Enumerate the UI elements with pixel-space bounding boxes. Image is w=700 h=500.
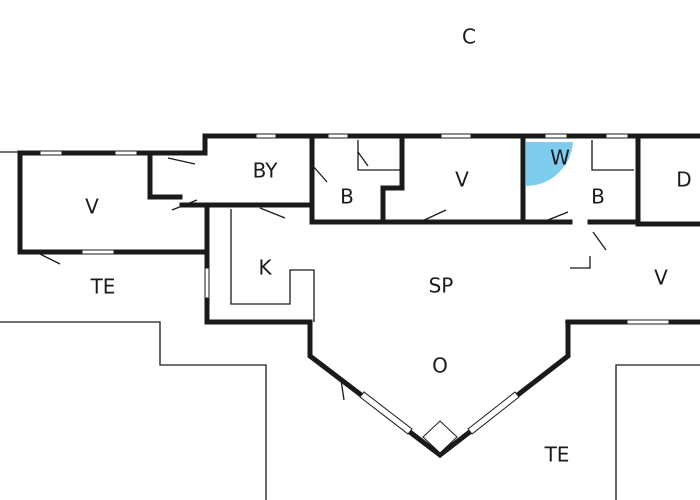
room-label-v-north: V <box>455 168 469 192</box>
room-label-o: O <box>432 354 448 378</box>
room-label-d: D <box>676 168 691 192</box>
room-label-v-east: V <box>654 266 668 290</box>
room-labels: C BY V B V W B D K SP V TE O TE <box>85 25 692 467</box>
room-label-by: BY <box>253 159 279 183</box>
interior-walls <box>179 133 641 225</box>
room-label-v-west: V <box>85 195 99 219</box>
room-label-sp: SP <box>429 274 454 298</box>
door-swings <box>39 151 607 401</box>
room-label-te-west: TE <box>90 275 116 299</box>
room-label-b-center: B <box>340 185 354 209</box>
room-label-b-east: B <box>591 185 605 209</box>
interior-partitions <box>230 140 634 322</box>
windows <box>39 133 670 454</box>
room-label-c: C <box>462 25 476 49</box>
wardrobe-highlight <box>526 142 573 187</box>
room-label-w: W <box>550 146 570 170</box>
room-label-k: K <box>258 256 272 280</box>
room-label-te-south: TE <box>544 443 570 467</box>
